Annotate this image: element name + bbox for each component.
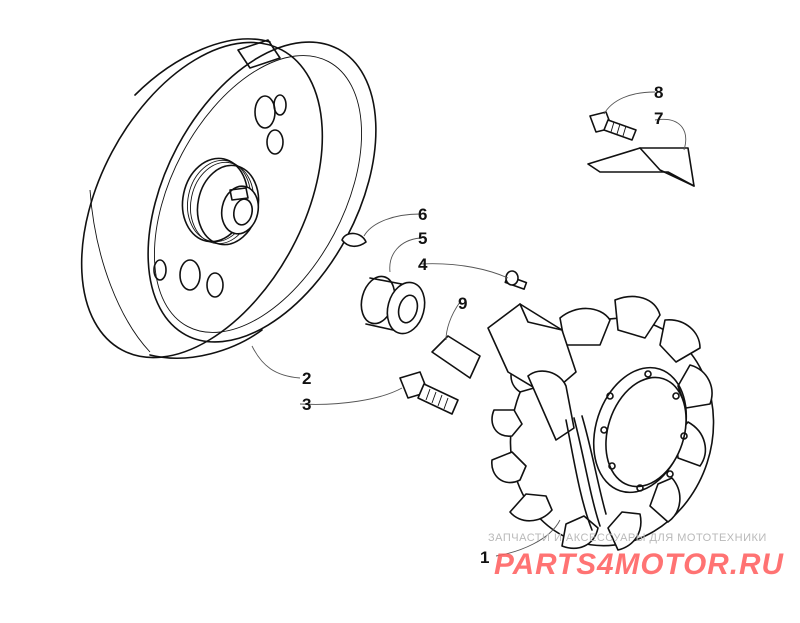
watermark: ЗАПЧАСТИ И АКСЕССУАРЫ ДЛЯ МОТОТЕХНИКИ PA… (488, 532, 784, 581)
callout-4: 4 (418, 255, 428, 274)
stator-assembly (487, 295, 715, 551)
stator-coils (491, 295, 713, 551)
flywheel-hub (181, 157, 260, 246)
callout-5: 5 (418, 229, 427, 248)
bracket-bolt (589, 111, 637, 141)
callout-7: 7 (654, 109, 663, 128)
callout-3: 3 (302, 395, 311, 414)
callout-2: 2 (302, 369, 311, 388)
wire-bracket (587, 147, 695, 187)
woodruff-key (341, 232, 367, 248)
callout-9: 9 (458, 294, 467, 313)
callout-8: 8 (654, 83, 663, 102)
grommet (431, 335, 481, 379)
watermark-logo: PARTS4MOTOR.RU (494, 548, 784, 581)
callout-labels: 1 2 3 4 5 6 7 8 9 (302, 83, 663, 567)
flywheel-bolt (399, 371, 459, 415)
callout-1: 1 (480, 548, 489, 567)
small-screw (504, 270, 528, 290)
watermark-tagline: ЗАПЧАСТИ И АКСЕССУАРЫ ДЛЯ МОТОТЕХНИКИ (488, 532, 767, 544)
flywheel (80, 38, 377, 359)
collar-sleeve (360, 275, 426, 335)
leader-lines (251, 91, 686, 557)
callout-6: 6 (418, 205, 427, 224)
pickup-harness (487, 303, 607, 531)
